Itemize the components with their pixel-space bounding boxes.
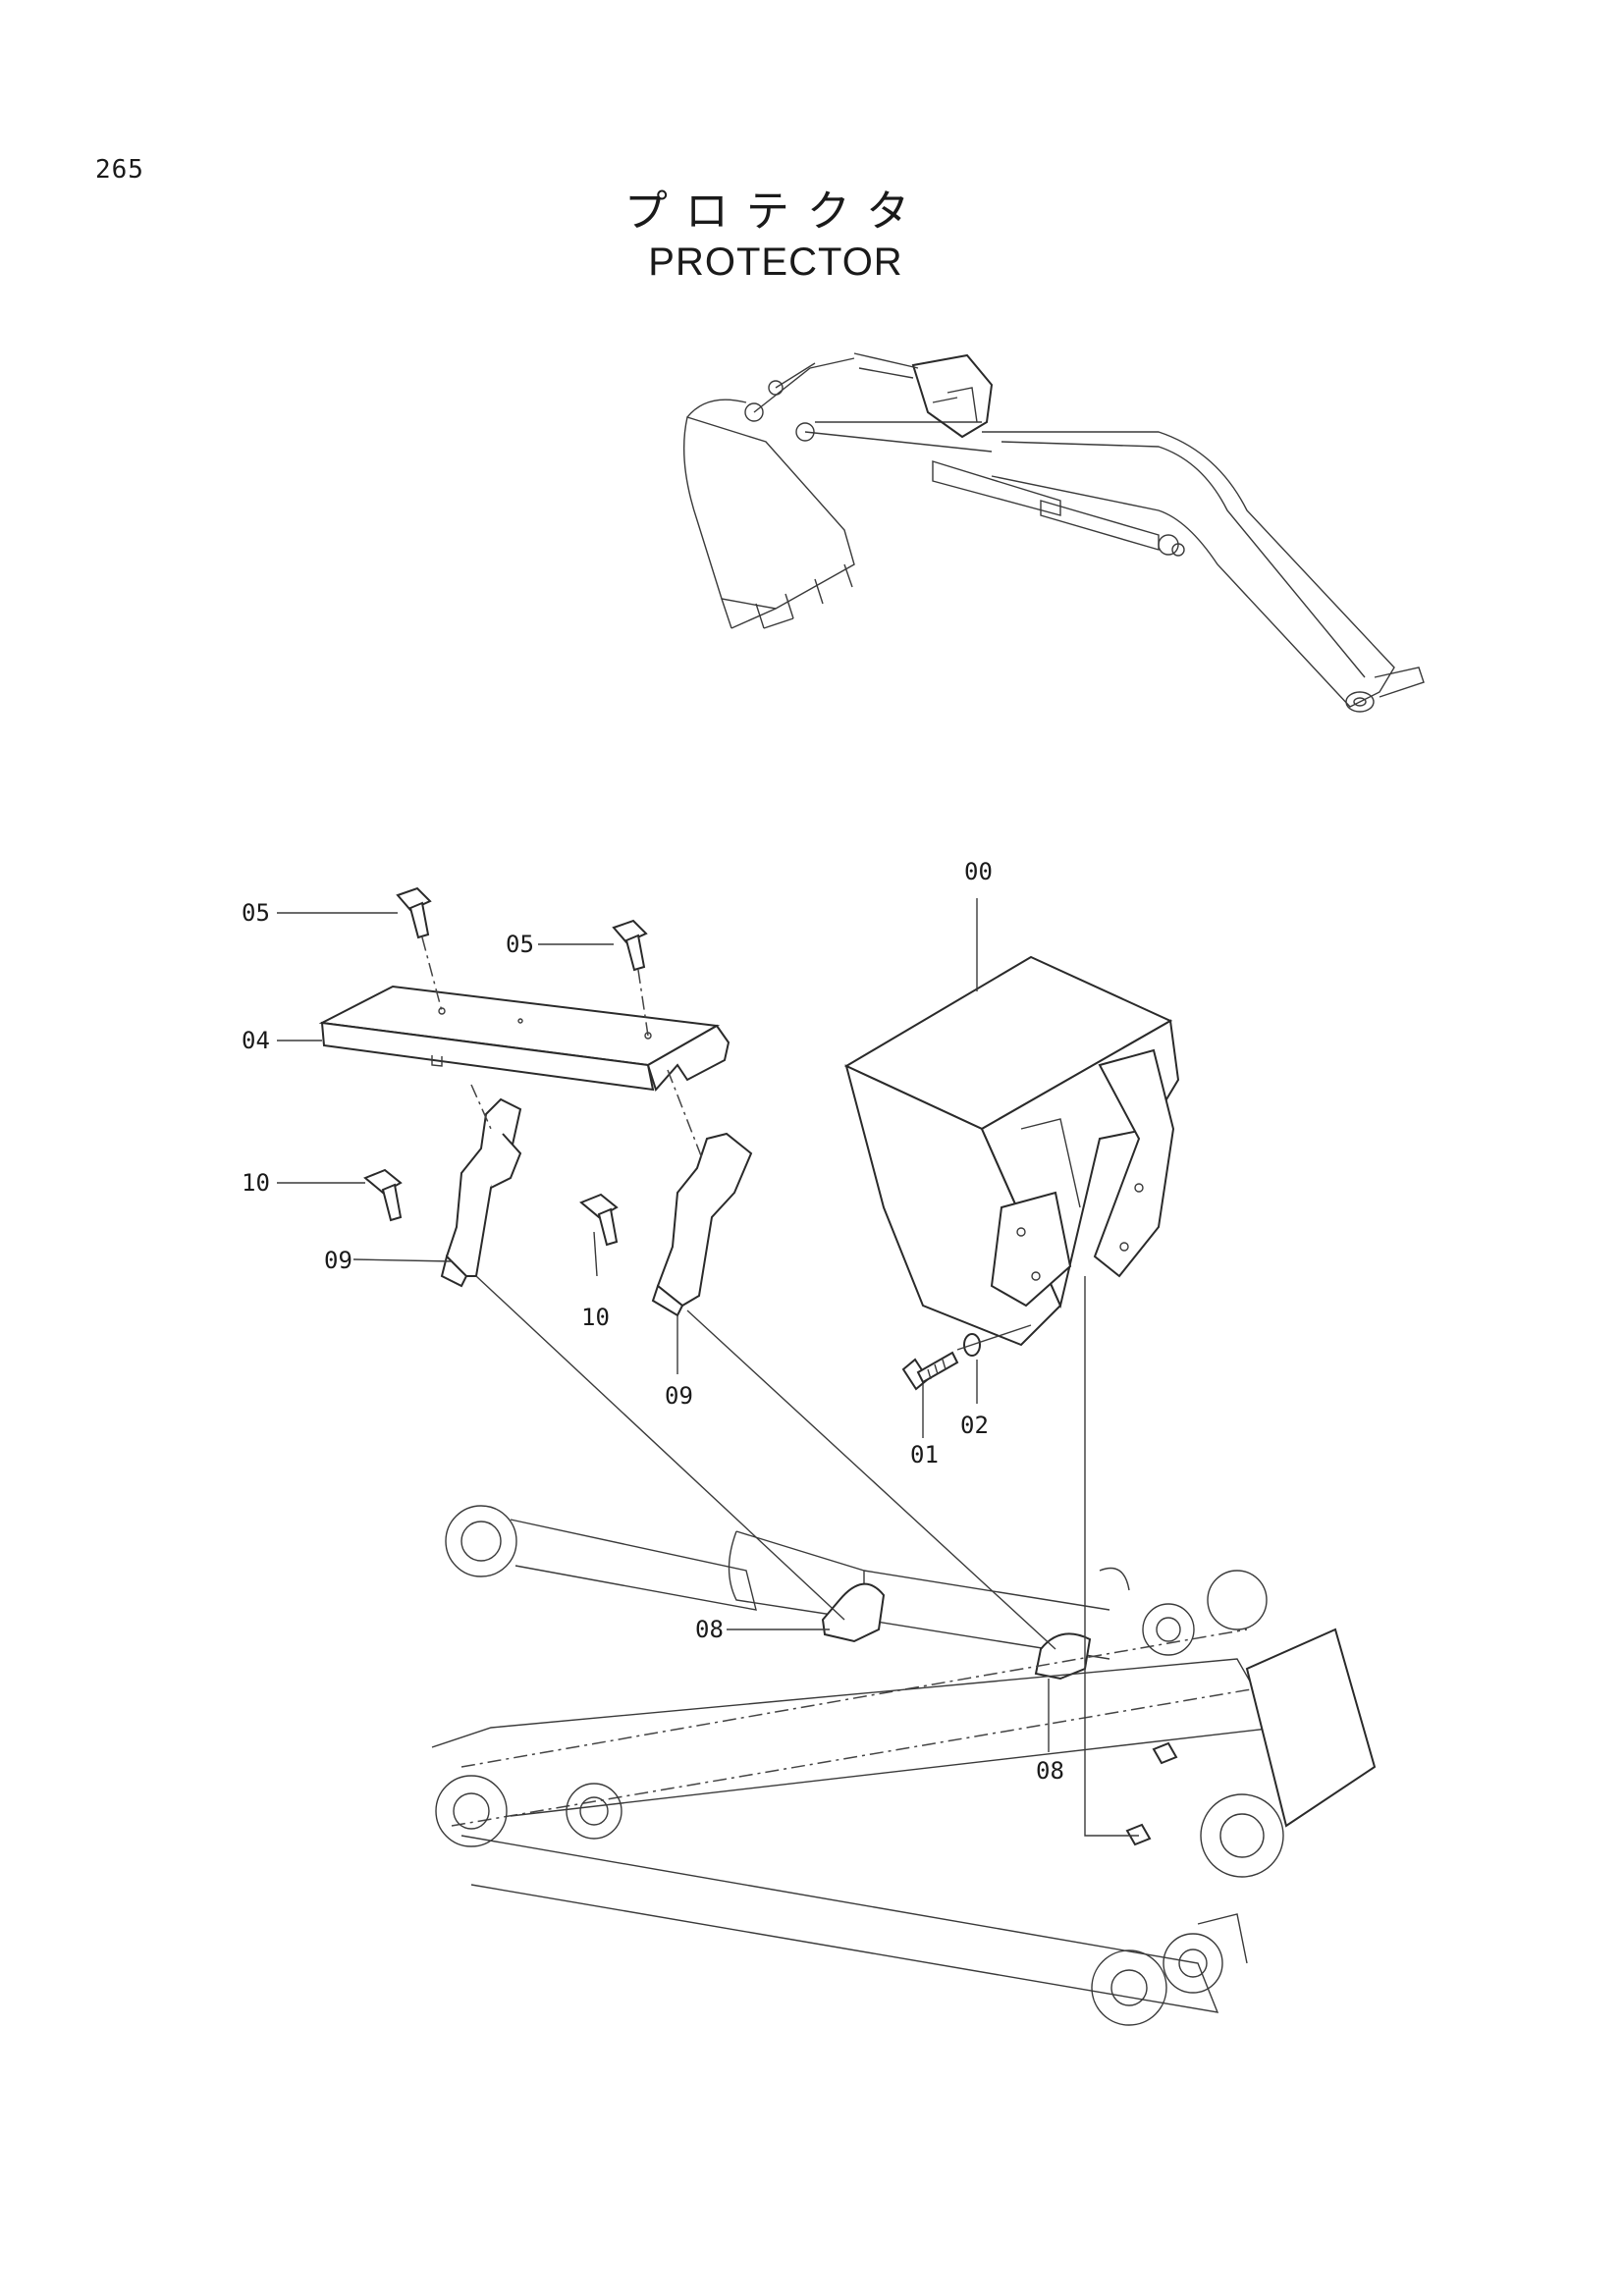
protector-cover [843,955,1180,1347]
label-08-left: 08 [695,1616,724,1643]
bolt-05-left [396,886,443,1012]
label-09-left: 09 [324,1247,352,1274]
label-08-right: 08 [1036,1757,1064,1785]
title-block: プロテクタ PROTECTOR [530,187,1021,287]
clamp-09-left [440,1084,522,1288]
label-01: 01 [910,1441,939,1468]
washer-02 [963,1333,981,1357]
callout-lines [277,898,1050,1752]
clamp-09-right [651,1069,753,1317]
label-10-right: 10 [581,1304,610,1331]
overview-illustration [682,352,1425,713]
label-05-left: 05 [242,899,270,927]
boom-assembly [431,1505,1377,2026]
bolt-01 [901,1351,959,1391]
bolt-10-left [363,1168,403,1222]
bolt-05-right [612,919,649,1037]
page-number: 265 [95,155,144,185]
bolt-10-right [579,1193,619,1247]
label-09-right: 09 [665,1382,693,1410]
label-04: 04 [242,1027,270,1054]
label-02: 02 [960,1412,989,1439]
label-00: 00 [964,858,993,885]
label-10-left: 10 [242,1169,270,1197]
label-05-right: 05 [506,931,534,958]
title-japanese: プロテクタ [623,187,928,237]
assembly-leader-lines [475,1275,1139,1837]
title-english: PROTECTOR [648,240,903,284]
cover-plate [318,985,730,1092]
